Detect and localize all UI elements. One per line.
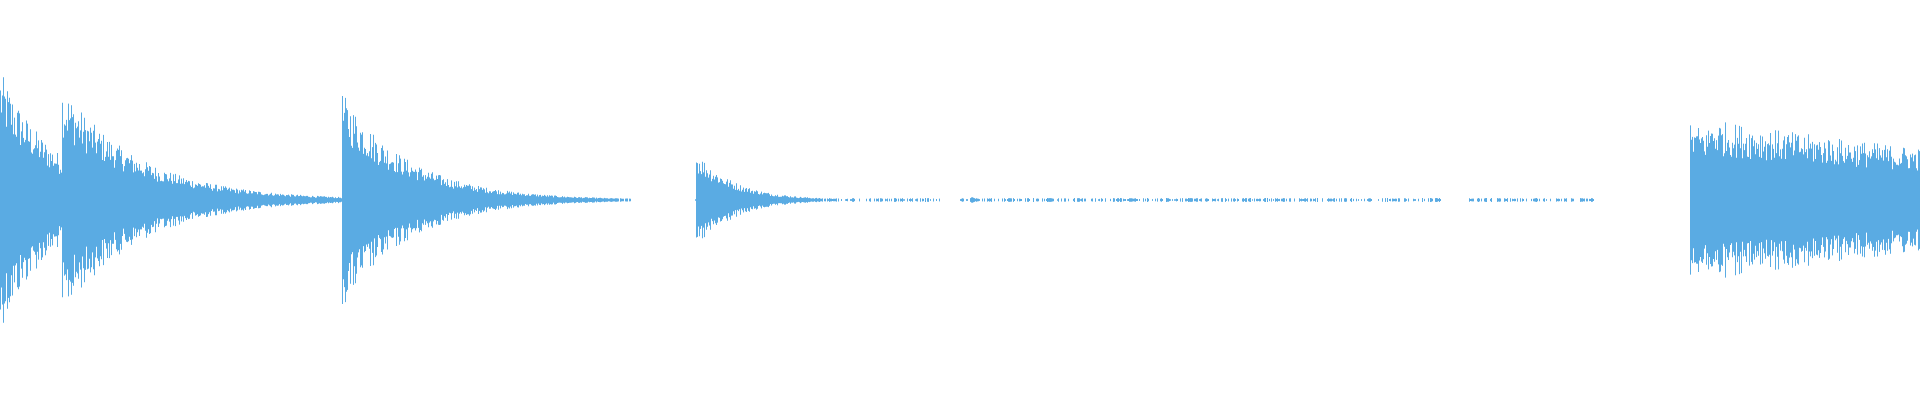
waveform-path — [0, 77, 1920, 323]
waveform-bars — [0, 77, 1920, 323]
